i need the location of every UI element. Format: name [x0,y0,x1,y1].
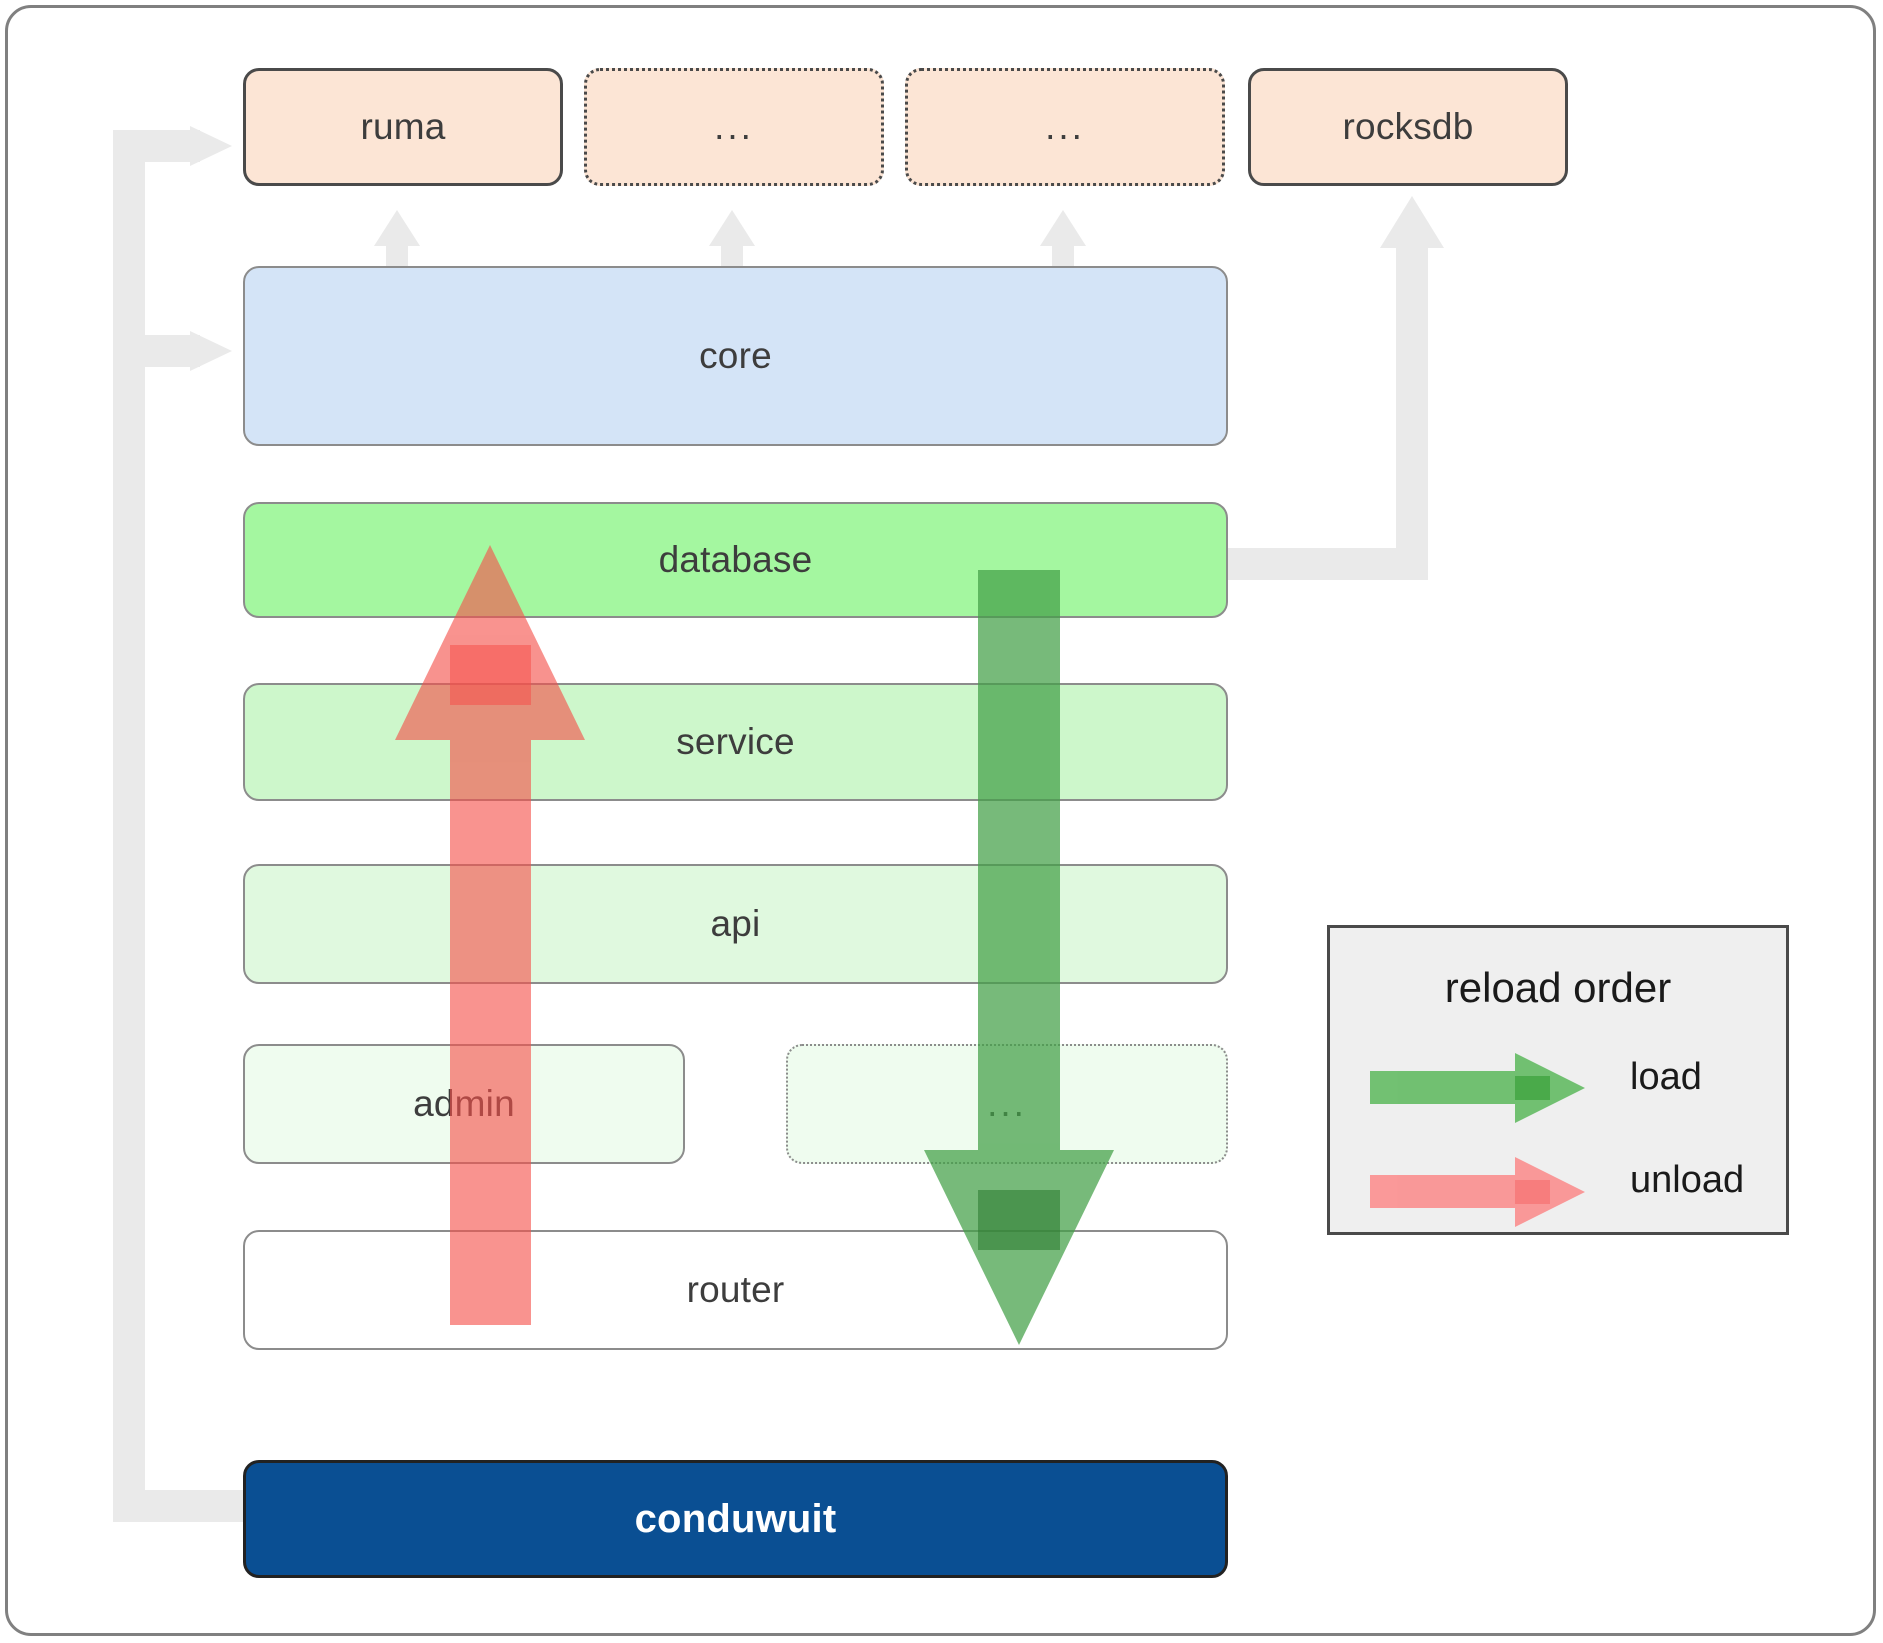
layer-label-placeholder: ... [987,1082,1027,1124]
dependency-box-rocksdb[interactable]: rocksdb [1248,68,1568,186]
layer-box-placeholder[interactable]: ... [786,1044,1228,1164]
legend-arrow-graphics [1370,1053,1585,1227]
dependency-box-placeholder-2[interactable]: ... [905,68,1225,186]
dependency-box-ruma[interactable]: ruma [243,68,563,186]
binary-box-conduwuit[interactable]: conduwuit [243,1460,1228,1578]
diagram-frame [5,5,1876,1636]
dependency-label-placeholder-1: ... [714,105,754,147]
legend-panel: reload order load unload [1327,925,1789,1235]
layer-label-service: service [676,721,795,762]
dependency-label-ruma: ruma [360,106,446,147]
layer-box-router[interactable]: router [243,1230,1228,1350]
layer-label-database: database [658,539,813,580]
legend-label-load: load [1630,1056,1702,1098]
dependency-box-placeholder-1[interactable]: ... [584,68,884,186]
layer-label-admin: admin [413,1083,515,1124]
dependency-label-rocksdb: rocksdb [1342,106,1474,147]
layer-label-core: core [699,335,772,376]
layer-box-admin[interactable]: admin [243,1044,685,1164]
layer-box-core[interactable]: core [243,266,1228,446]
dependency-label-placeholder-2: ... [1045,105,1085,147]
legend-title: reload order [1444,964,1672,1011]
binary-label-conduwuit: conduwuit [634,1496,837,1541]
layer-label-router: router [686,1269,785,1310]
layer-box-database[interactable]: database [243,502,1228,618]
layer-box-api[interactable]: api [243,864,1228,984]
layer-box-service[interactable]: service [243,683,1228,801]
legend-label-unload: unload [1630,1159,1745,1201]
legend-load-arrow [1370,1053,1585,1123]
layer-label-api: api [710,903,761,944]
legend-unload-arrow [1370,1157,1585,1227]
